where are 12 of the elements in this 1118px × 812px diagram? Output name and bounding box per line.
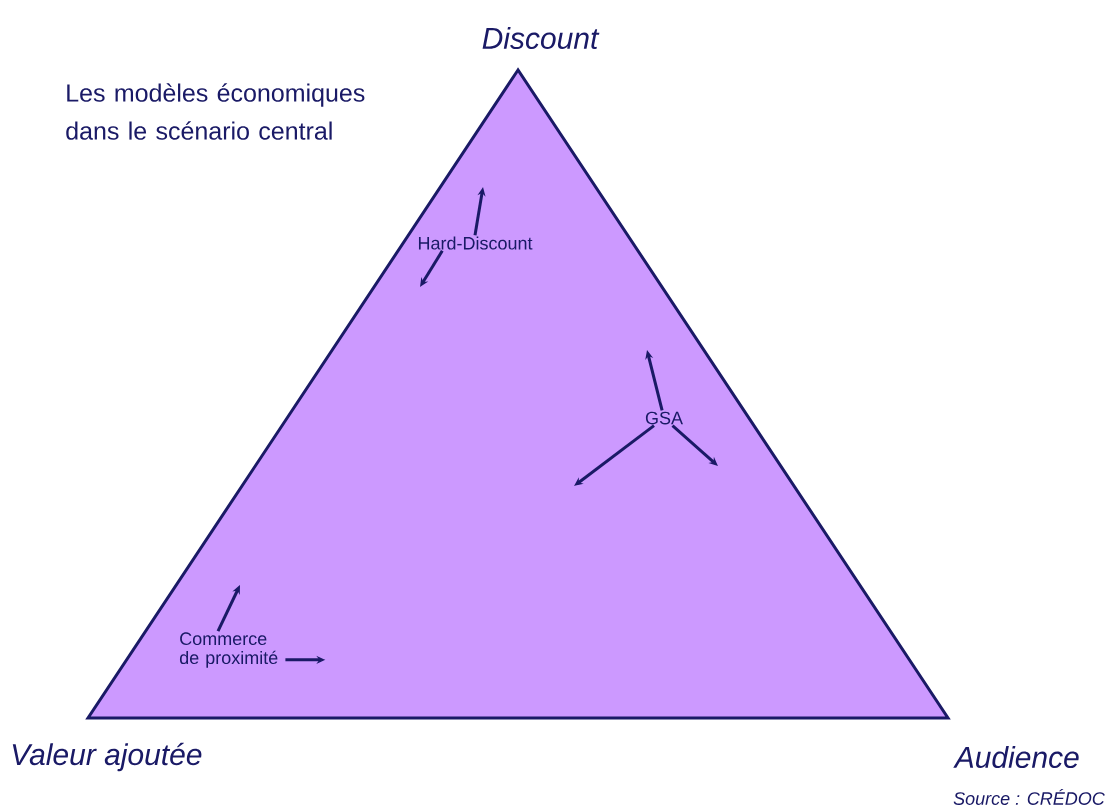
- corner-label: Discount: [482, 27, 600, 49]
- model-label: Hard-Discount: [418, 236, 533, 250]
- arrow: [671, 424, 718, 466]
- corner-label: Valeur ajoutée: [12, 742, 202, 772]
- title: Les modèles économiques dans le scénario central: [66, 83, 365, 140]
- source-note: Source : CRÉDOC: [953, 789, 1105, 805]
- arrow: [420, 250, 444, 287]
- model-label: Commerce de proximité: [179, 632, 278, 668]
- model-label: GSA: [645, 411, 683, 425]
- arrow: [216, 585, 240, 632]
- arrow: [574, 424, 655, 486]
- corner-label: Audience: [953, 746, 1079, 769]
